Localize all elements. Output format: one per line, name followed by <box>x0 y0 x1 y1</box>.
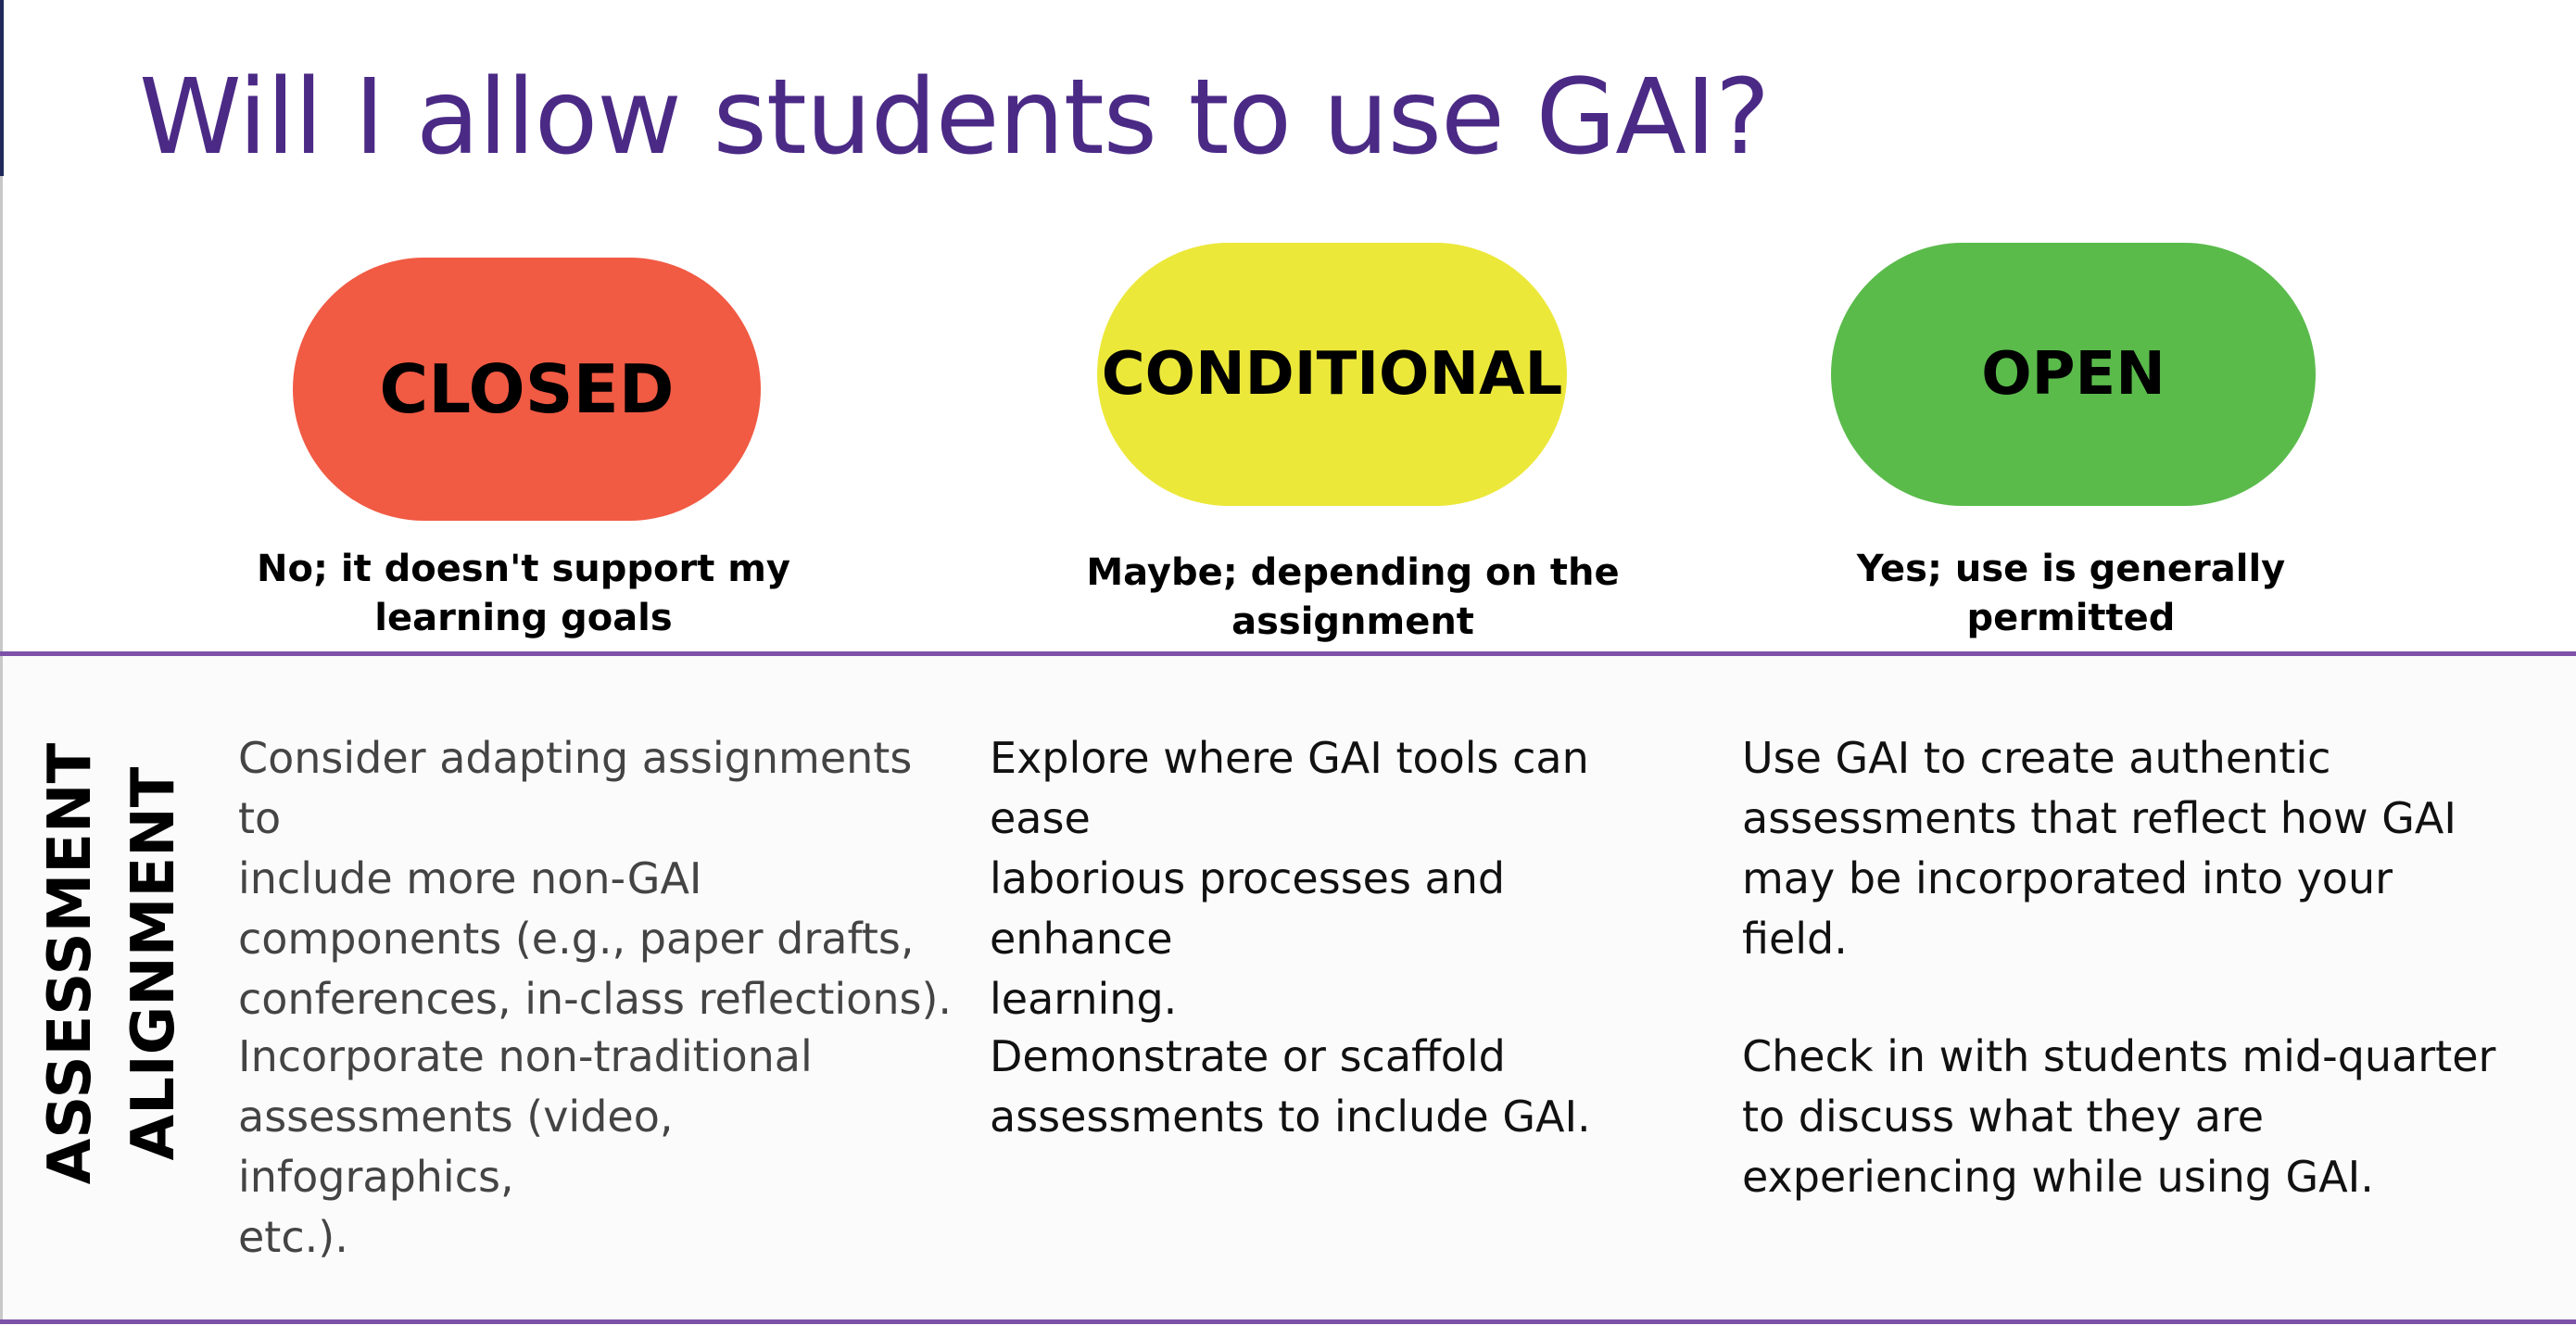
text-line: Use GAI to create authentic <box>1742 733 2331 783</box>
closed-pill: CLOSED <box>293 258 761 521</box>
text-line: learning. <box>990 974 1178 1024</box>
assessment-alignment-label: ASSESSMENT ALIGNMENT <box>33 743 191 1185</box>
panel-left-rule <box>0 656 3 1319</box>
open-description-line: Yes; use is generally <box>1856 548 2286 590</box>
text-line: components (e.g., paper drafts, <box>238 914 915 964</box>
section-label-line: ASSESSMENT <box>36 742 105 1185</box>
open-pill: OPEN <box>1831 243 2316 506</box>
text-line: assessments (video, infographics, <box>238 1092 674 1202</box>
text-line: assessments to include GAI. <box>990 1092 1591 1142</box>
conditional-recommendation: Demonstrate or scaffold assessments to i… <box>990 1027 1694 1147</box>
text-line: include more non-GAI <box>238 853 702 903</box>
conditional-recommendation: Explore where GAI tools can ease laborio… <box>990 728 1694 1029</box>
closed-description-line: learning goals <box>374 597 673 639</box>
left-edge-accent <box>0 0 4 176</box>
text-line: Incorporate non-traditional <box>238 1031 813 1081</box>
text-line: etc.). <box>238 1212 348 1262</box>
text-line: may be incorporated into your field. <box>1742 853 2393 964</box>
page-title: Will I allow students to use GAI? <box>139 57 1770 178</box>
closed-description-line: No; it doesn't support my <box>256 548 790 590</box>
closed-pill-label: CLOSED <box>379 350 675 428</box>
text-line: assessments that reflect how GAI <box>1742 793 2456 843</box>
open-description: Yes; use is generally permitted <box>1788 545 2354 643</box>
section-divider-top <box>0 651 2576 656</box>
closed-recommendation: Consider adapting assignments to include… <box>238 728 961 1029</box>
conditional-description: Maybe; depending on the assignment <box>1066 549 1640 647</box>
closed-recommendation: Incorporate non-traditional assessments … <box>238 1027 961 1268</box>
conditional-pill-label: CONDITIONAL <box>1101 340 1563 409</box>
conditional-description-line: Maybe; depending on the <box>1086 551 1620 594</box>
text-line: Demonstrate or scaffold <box>990 1031 1506 1081</box>
conditional-description-line: assignment <box>1231 600 1474 643</box>
left-edge-rule <box>0 176 3 658</box>
section-label-line: ALIGNMENT <box>120 766 188 1161</box>
conditional-pill: CONDITIONAL <box>1097 243 1567 506</box>
open-pill-label: OPEN <box>1981 340 2166 409</box>
closed-description: No; it doesn't support my learning goals <box>241 545 806 643</box>
open-recommendation: Check in with students mid-quarter to di… <box>1742 1027 2511 1207</box>
open-description-line: permitted <box>1966 597 2176 639</box>
open-recommendation: Use GAI to create authentic assessments … <box>1742 728 2511 969</box>
section-divider-bottom <box>0 1319 2576 1324</box>
text-line: Explore where GAI tools can ease <box>990 733 1589 843</box>
text-line: Check in with students mid-quarter <box>1742 1031 2496 1081</box>
text-line: Consider adapting assignments to <box>238 733 913 843</box>
text-line: experiencing while using GAI. <box>1742 1152 2374 1202</box>
text-line: to discuss what they are <box>1742 1092 2265 1142</box>
assessment-panel <box>0 656 2576 1319</box>
text-line: conferences, in-class reflections). <box>238 974 953 1024</box>
text-line: laborious processes and enhance <box>990 853 1506 964</box>
